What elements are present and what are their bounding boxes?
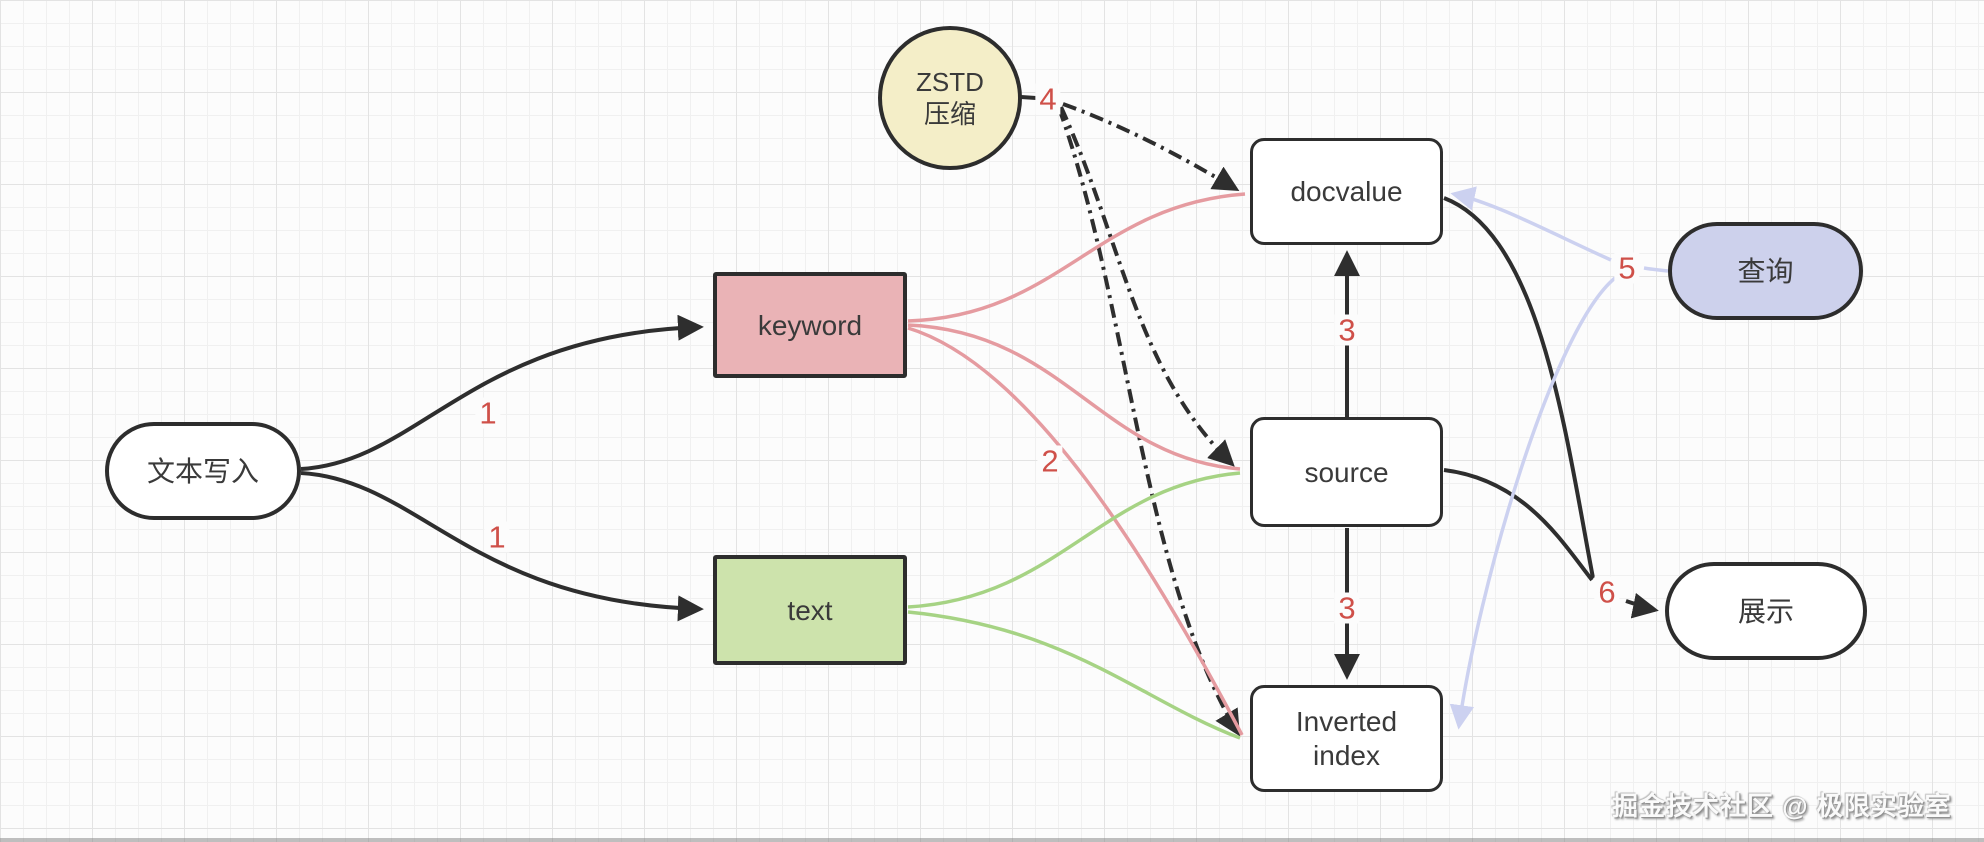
node-docvalue: docvalue [1250, 138, 1443, 245]
node-keyword: keyword [713, 272, 907, 378]
edge-text-inverted [907, 610, 1241, 740]
node-inverted-line2: index [1313, 739, 1380, 771]
edge-label-2: 2 [1037, 445, 1063, 477]
edge-keyword-docvalue [907, 192, 1246, 323]
edge-zstd-inverted [1057, 107, 1241, 737]
edge-docvalue-display [1443, 196, 1595, 579]
edge-label-1-text: 1 [484, 521, 510, 553]
edge-write-text [300, 471, 704, 622]
node-source-label: source [1304, 456, 1389, 488]
node-query: 查询 [1668, 222, 1863, 320]
edge-text-source [907, 471, 1241, 609]
node-inverted-index: Inverted index [1250, 685, 1443, 792]
edge-query-docvalue [1450, 186, 1612, 262]
node-text-write-label: 文本写入 [146, 455, 259, 487]
node-source: source [1250, 417, 1443, 527]
edge-source-display [1443, 468, 1594, 582]
edge-query-inverted [1449, 276, 1617, 730]
node-text-write: 文本写入 [105, 422, 301, 520]
node-display: 展示 [1665, 562, 1867, 660]
edge-write-keyword [300, 314, 704, 471]
node-text-field: text [713, 555, 907, 665]
node-inverted-line1: Inverted [1295, 705, 1398, 737]
node-zstd-line1: ZSTD [916, 66, 984, 97]
node-zstd-line2: 压缩 [923, 99, 976, 129]
edge-zstd-docvalue [1062, 102, 1240, 191]
edge-label-5: 5 [1614, 252, 1640, 284]
node-keyword-label: keyword [757, 309, 863, 341]
edge-label-3-inverted: 3 [1334, 592, 1360, 624]
watermark-text: 掘金技术社区 @ 极限实验室 [1612, 791, 1952, 821]
node-query-label: 查询 [1737, 255, 1794, 287]
bottom-edge-divider [0, 838, 1984, 842]
edge-query-stub [1643, 266, 1669, 273]
edge-label-1-keyword: 1 [475, 397, 501, 429]
node-display-label: 展示 [1737, 595, 1794, 627]
edge-label-4: 4 [1035, 83, 1061, 115]
edge-keyword-inverted [907, 326, 1244, 736]
edge-zstd-stub [1020, 95, 1037, 100]
edge-label-3-docvalue: 3 [1334, 314, 1360, 346]
edge-label-6: 6 [1594, 576, 1620, 608]
edge-keyword-source [907, 323, 1241, 471]
node-text-field-label: text [787, 594, 833, 626]
edge-zstd-source [1059, 106, 1235, 467]
node-zstd-compression: ZSTD 压缩 [878, 26, 1022, 170]
node-docvalue-label: docvalue [1290, 176, 1403, 207]
edge-into-display [1625, 592, 1659, 619]
